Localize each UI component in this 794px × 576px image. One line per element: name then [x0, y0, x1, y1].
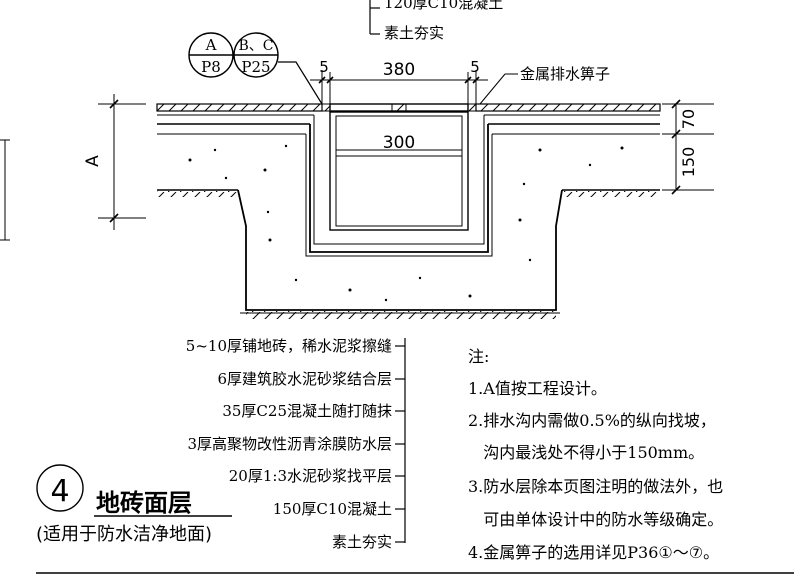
- note-line-5: 可由单体设计中的防水等级确定。: [468, 510, 723, 529]
- note-line-3: 沟内最浅处不得小于150mm。: [468, 443, 704, 462]
- dim-edge-left: 5: [319, 58, 329, 76]
- detail-title: 地砖面层: [96, 489, 192, 517]
- section-body: [156, 103, 661, 319]
- top-layer-callouts: 120厚C10混凝土 素土夯实: [369, 0, 503, 42]
- dim-left-var: A: [83, 155, 103, 167]
- grate-label: 金属排水箅子: [520, 65, 610, 83]
- grate-callout: 金属排水箅子: [479, 65, 610, 105]
- notes: 注: 1.A值按工程设计。 2.排水沟内需做0.5%的纵向找坡， 沟内最浅处不得…: [468, 347, 723, 562]
- dim-width-outer: 380: [383, 60, 415, 80]
- note-line-4: 3.防水层除本页图注明的做法外，也: [468, 477, 723, 496]
- dim-width-inner: 300: [383, 133, 415, 153]
- index-mark-a-bottom: P8: [201, 58, 221, 76]
- index-mark-bc-top: B、C: [239, 38, 274, 54]
- layer-item-2: 6厚建筑胶水泥砂浆结合层: [217, 370, 392, 388]
- dim-top: 5 380 5: [310, 58, 488, 104]
- dim-edge-right: 5: [470, 58, 480, 76]
- dim-inner: 300: [336, 133, 462, 153]
- top-layer-1: 120厚C10混凝土: [384, 0, 503, 12]
- detail-number-circle: [36, 464, 84, 512]
- layer-leader: [395, 338, 406, 543]
- notes-title: 注:: [468, 347, 489, 366]
- index-mark-a-top: A: [205, 36, 217, 54]
- layer-item-4: 3厚高聚物改性沥青涂膜防水层: [187, 435, 392, 453]
- layer-item-6: 150厚C10混凝土: [273, 500, 392, 518]
- note-line-6: 4.金属箅子的选用详见P36①～⑦。: [468, 543, 719, 562]
- layer-list: 5~10厚铺地砖，稀水泥浆擦缝 6厚建筑胶水泥砂浆结合层 35厚C25混凝土随打…: [186, 337, 392, 551]
- detail-title-block: 4 地砖面层 (适用于防水洁净地面): [36, 464, 232, 545]
- index-mark-bc: B、C P25: [233, 32, 279, 78]
- layer-item-3: 35厚C25混凝土随打随抹: [222, 402, 392, 420]
- layer-item-5: 20厚1:3水泥砂浆找平层: [229, 467, 392, 485]
- note-line-1: 1.A值按工程设计。: [468, 379, 607, 398]
- detail-number: 4: [50, 474, 69, 509]
- layer-item-1: 5~10厚铺地砖，稀水泥浆擦缝: [186, 337, 392, 355]
- index-mark-a: A P8: [188, 32, 234, 78]
- note-line-2: 2.排水沟内需做0.5%的纵向找坡，: [468, 411, 716, 430]
- index-mark-bc-bottom: P25: [241, 58, 270, 76]
- dim-right-top: 70: [679, 109, 698, 129]
- dim-right-bottom: 150: [679, 147, 698, 178]
- dim-left: A: [0, 94, 146, 241]
- dim-right: 70 150: [662, 99, 714, 195]
- layer-item-7: 素土夯实: [332, 533, 392, 551]
- detail-subtitle: (适用于防水洁净地面): [36, 524, 212, 545]
- index-leader: [278, 61, 323, 105]
- top-layer-2: 素土夯实: [384, 24, 444, 42]
